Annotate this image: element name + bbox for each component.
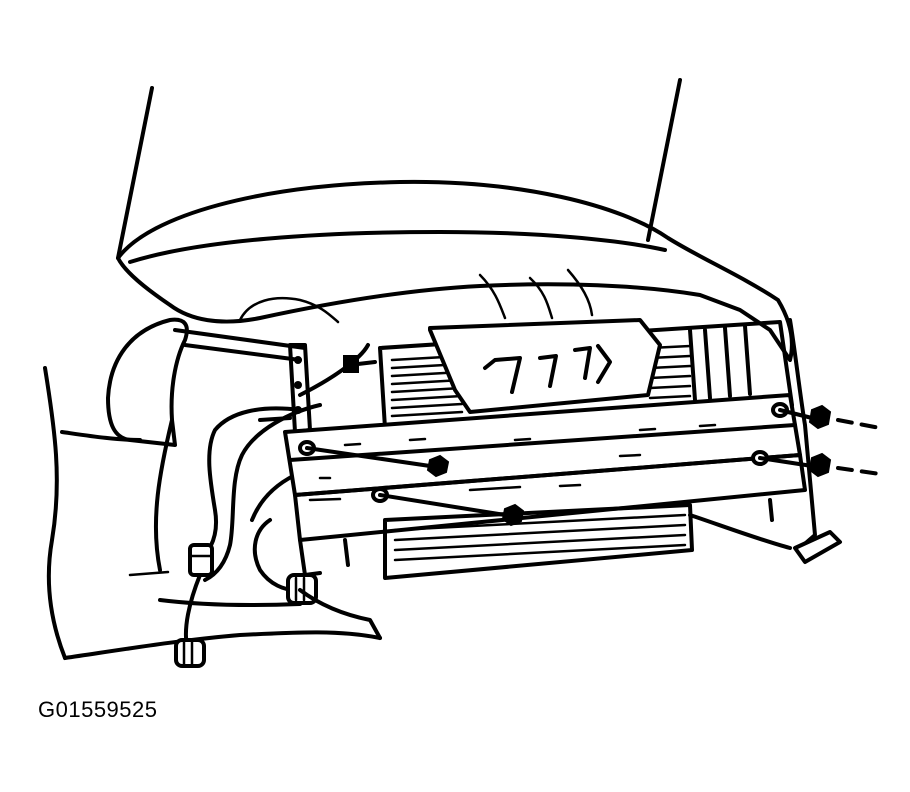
lower-air-deflector <box>298 513 792 640</box>
left-fender <box>43 317 382 660</box>
lower-cooler <box>298 503 694 580</box>
figure-id-label: G01559525 <box>38 697 158 722</box>
connector-bottom <box>174 638 206 668</box>
right-support-bracket <box>768 318 842 564</box>
bolt-right-lower <box>758 452 882 478</box>
bolt-right-upper <box>778 404 882 430</box>
hood-prop-left <box>116 86 154 260</box>
radiator-support-crossmember <box>283 393 807 542</box>
bolt-upper-left <box>343 355 377 373</box>
connector-left <box>188 543 214 577</box>
hood <box>116 179 794 362</box>
bolt-crossmember-left <box>305 446 450 478</box>
radiator-shroud <box>428 318 662 414</box>
hood-prop-right <box>646 78 682 242</box>
